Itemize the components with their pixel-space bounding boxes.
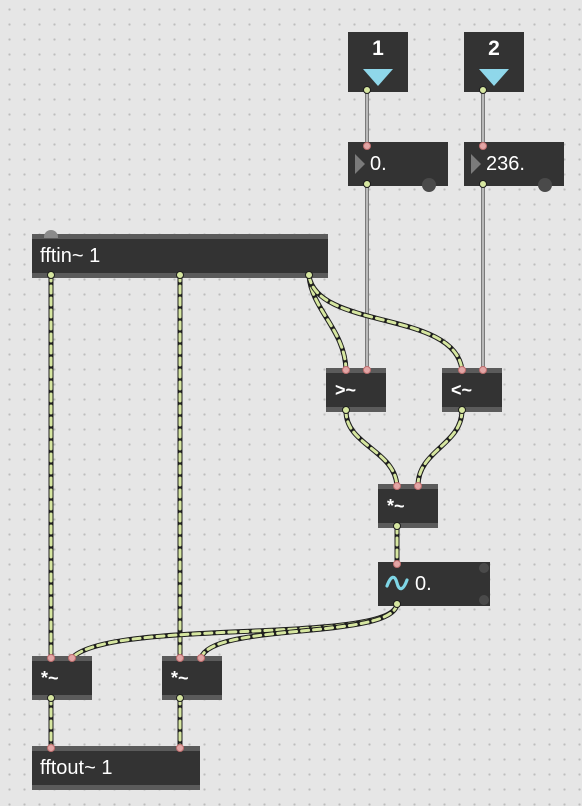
message-box-2-outlet[interactable] <box>479 86 487 94</box>
message-box-1-outlet[interactable] <box>363 86 371 94</box>
cord-display-to-left-mult[interactable] <box>69 601 400 661</box>
greater-than-inlet-left[interactable] <box>342 366 350 374</box>
number-box-low-bin-outlet[interactable] <box>363 180 371 188</box>
multiply-left-inlet-left[interactable] <box>47 654 55 662</box>
triangle-down-icon <box>479 69 509 86</box>
number-box-high-bin-outlet[interactable] <box>479 180 487 188</box>
fftout-inlet-imag[interactable] <box>176 744 184 752</box>
greater-than-outlet[interactable] <box>342 406 350 414</box>
number-box-high-bin-value: 236. <box>486 153 525 175</box>
number-box-high-bin-knob <box>538 178 552 192</box>
less-than-inlet-left[interactable] <box>458 366 466 374</box>
multiply-right-object-label: *~ <box>171 668 189 688</box>
multiply-left-object-label: *~ <box>41 668 59 688</box>
fftout-object-label: fftout~ 1 <box>40 757 113 779</box>
signal-number-display-corner-top <box>479 563 489 573</box>
multiply-left-object[interactable]: *~ <box>32 656 92 700</box>
cord-fftin-bin-to-less[interactable] <box>306 273 465 373</box>
less-than-object[interactable]: <~ <box>442 368 502 412</box>
fftin-outlet-imag[interactable] <box>176 271 184 279</box>
message-box-1[interactable]: 1 <box>348 32 408 92</box>
fftin-object-nub <box>44 230 58 238</box>
cord-display-to-right-mult[interactable] <box>198 601 400 661</box>
multiply-right-inlet-left[interactable] <box>176 654 184 662</box>
number-box-low-bin-value: 0. <box>370 153 387 175</box>
multiply-center-object[interactable]: *~ <box>378 484 438 528</box>
message-box-1-label: 1 <box>372 37 384 60</box>
sine-wave-icon <box>385 575 409 591</box>
multiply-left-outlet[interactable] <box>47 694 55 702</box>
greater-than-inlet-right[interactable] <box>363 366 371 374</box>
greater-than-object[interactable]: >~ <box>326 368 386 412</box>
fftout-inlet-real[interactable] <box>47 744 55 752</box>
number-box-high-bin-inlet[interactable] <box>479 142 487 150</box>
cord-greater-to-center-mult[interactable] <box>343 407 400 489</box>
fftout-object[interactable]: fftout~ 1 <box>32 746 200 790</box>
cord-less-to-center-mult[interactable] <box>415 407 465 489</box>
fftin-outlet-real[interactable] <box>47 271 55 279</box>
less-than-outlet[interactable] <box>458 406 466 414</box>
number-box-low-bin-inlet[interactable] <box>363 142 371 150</box>
message-box-2[interactable]: 2 <box>464 32 524 92</box>
less-than-inlet-right[interactable] <box>479 366 487 374</box>
signal-number-display-value: 0. <box>415 573 432 595</box>
multiply-center-inlet-right[interactable] <box>414 482 422 490</box>
number-box-low-bin-knob <box>422 178 436 192</box>
triangle-right-icon <box>355 154 365 174</box>
multiply-center-object-label: *~ <box>387 496 405 516</box>
multiply-right-outlet[interactable] <box>176 694 184 702</box>
signal-number-display-outlet[interactable] <box>393 600 401 608</box>
signal-number-display-corner-bottom <box>479 595 489 605</box>
less-than-object-label: <~ <box>451 380 473 400</box>
triangle-right-icon <box>471 154 481 174</box>
multiply-center-outlet[interactable] <box>393 522 401 530</box>
cord-fftin-bin-to-greater[interactable] <box>306 273 349 373</box>
greater-than-object-label: >~ <box>335 380 357 400</box>
signal-number-display-inlet[interactable] <box>393 560 401 568</box>
number-box-high-bin[interactable]: 236. <box>464 142 564 192</box>
signal-number-display[interactable]: 0. <box>378 562 490 606</box>
multiply-center-inlet-left[interactable] <box>393 482 401 490</box>
triangle-down-icon <box>363 69 393 86</box>
fftin-outlet-bin[interactable] <box>305 271 313 279</box>
fftin-object-label: fftin~ 1 <box>40 245 101 267</box>
multiply-right-object[interactable]: *~ <box>162 656 222 700</box>
message-box-2-label: 2 <box>488 37 500 60</box>
multiply-left-inlet-right[interactable] <box>68 654 76 662</box>
multiply-right-inlet-right[interactable] <box>197 654 205 662</box>
